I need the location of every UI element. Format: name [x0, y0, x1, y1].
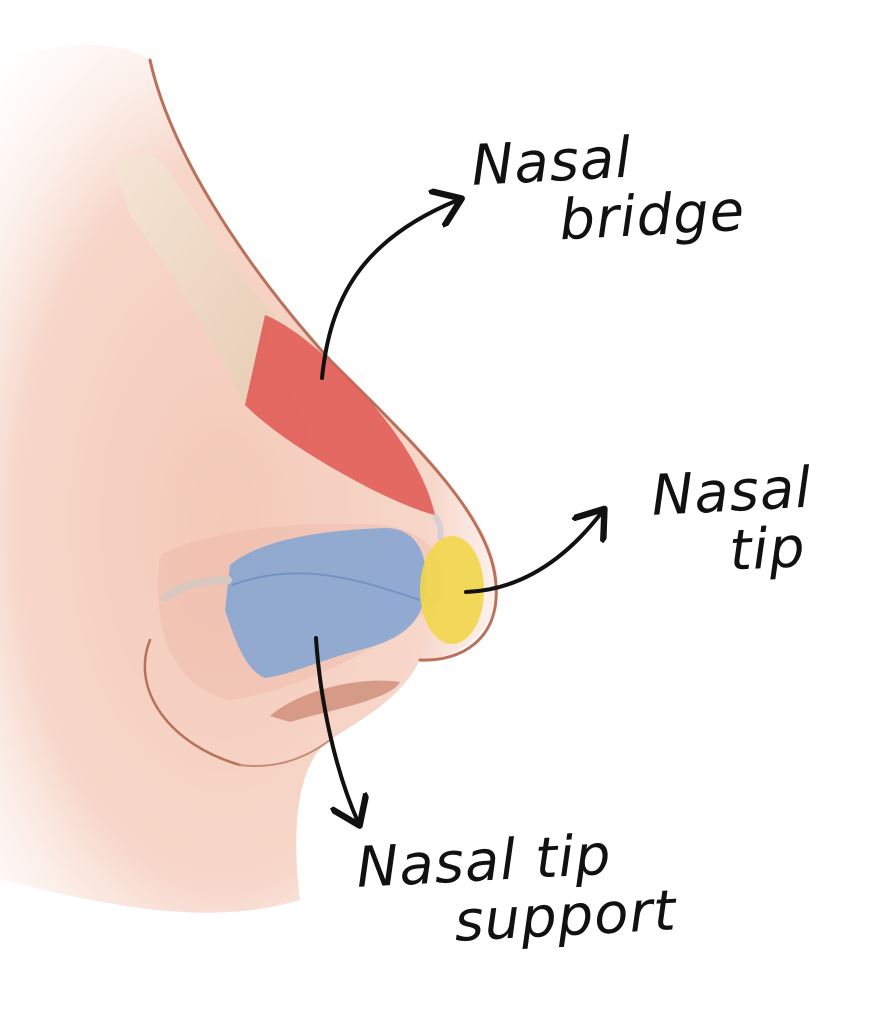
face-skin	[0, 45, 499, 913]
nasal-bone	[115, 154, 275, 405]
ala-lower	[239, 739, 331, 767]
cartilage-extension	[161, 576, 232, 602]
tip-support-arrow	[314, 636, 358, 822]
tendon	[432, 513, 444, 541]
tip-arrow	[464, 512, 602, 594]
bridge-arrow	[320, 200, 458, 380]
label-nasal-tip-line2: tip	[727, 514, 808, 584]
cartilage-edge	[231, 572, 421, 601]
ala-crease	[143, 638, 242, 767]
nasal-tip-cartilage	[420, 536, 484, 644]
nose-outline	[148, 58, 498, 662]
label-nasal-bridge: Nasal bridge	[470, 124, 747, 256]
label-nasal-tip: Nasal tip	[650, 456, 816, 586]
nostril-shadow	[270, 680, 400, 722]
nasal-bridge-muscle	[245, 315, 435, 515]
nasal-tip-support-cartilage	[225, 528, 427, 678]
label-nasal-tip-support: Nasal tip support	[355, 823, 678, 957]
